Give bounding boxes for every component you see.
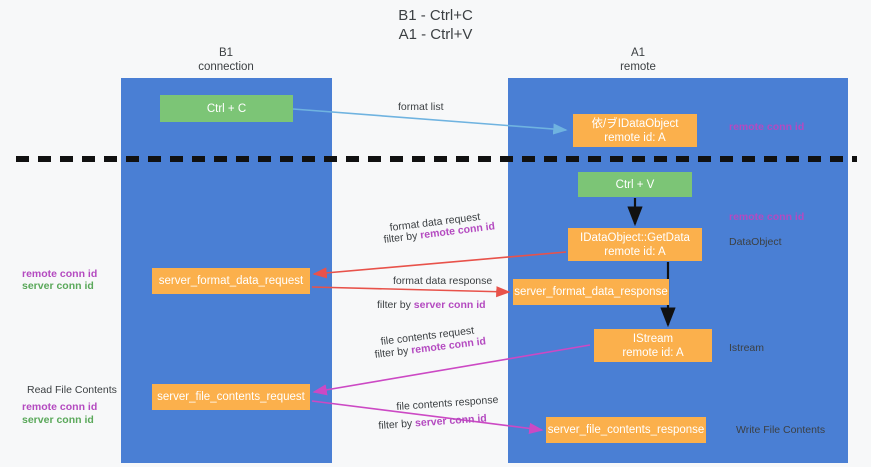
filter-prefix-2: filter by bbox=[377, 299, 414, 311]
edge-label-file-contents-response: file contents response bbox=[396, 393, 499, 413]
side-label-remote-conn-id-mid: remote conn id bbox=[729, 211, 805, 223]
node-idataobject[interactable]: 依/ヺIDataObject remote id: A bbox=[573, 114, 697, 147]
node-getdata-line2: remote id: A bbox=[604, 245, 666, 258]
node-idataobject-line2: remote id: A bbox=[604, 131, 666, 144]
side-label-left-server-conn-id-2: server conn id bbox=[22, 414, 94, 426]
node-getdata-line1: IDataObject::GetData bbox=[580, 231, 690, 244]
filter-prefix-4: filter by bbox=[378, 417, 416, 432]
side-label-read-file-contents: Read File Contents bbox=[27, 384, 117, 396]
page-title: B1 - Ctrl+C A1 - Ctrl+V bbox=[0, 6, 871, 44]
lane-header-b1-name: B1 bbox=[218, 47, 234, 59]
node-server-format-data-response[interactable]: server_format_data_response bbox=[513, 279, 669, 305]
node-idataobject-getdata[interactable]: IDataObject::GetData remote id: A bbox=[568, 228, 702, 261]
side-label-write-file-contents: Write File Contents bbox=[736, 424, 826, 436]
edge-label-filter-server-conn-id-2: filter by server conn id bbox=[378, 412, 487, 433]
filter-prefix-1: filter by bbox=[383, 229, 421, 246]
node-ctrl-c-label: Ctrl + C bbox=[206, 102, 247, 115]
side-label-dataobject: DataObject bbox=[729, 236, 782, 248]
edge-label-format-list: format list bbox=[398, 101, 444, 113]
section-divider bbox=[16, 156, 857, 162]
side-label-left-remote-conn-id-2: remote conn id bbox=[22, 401, 98, 413]
lane-header-b1-subtitle: connection bbox=[198, 61, 254, 73]
node-idataobject-line1: 依/ヺIDataObject bbox=[591, 117, 679, 130]
title-line-2: A1 - Ctrl+V bbox=[398, 26, 473, 43]
node-server-file-contents-response[interactable]: server_file_contents_response bbox=[546, 417, 706, 443]
lane-header-b1: B1 connection bbox=[151, 46, 301, 74]
side-label-left-remote-conn-id-1: remote conn id bbox=[22, 268, 98, 280]
node-server-file-contents-response-label: server_file_contents_response bbox=[547, 424, 705, 436]
node-server-file-contents-request-label: server_file_contents_request bbox=[157, 391, 305, 403]
filter-prefix-3: filter by bbox=[374, 344, 412, 361]
filter-highlight-server-conn-id-1: server conn id bbox=[413, 299, 486, 311]
node-istream[interactable]: IStream remote id: A bbox=[594, 329, 712, 362]
lane-header-a1-name: A1 bbox=[630, 47, 646, 59]
node-server-format-data-request[interactable]: server_format_data_request bbox=[152, 268, 310, 294]
node-istream-line1: IStream bbox=[632, 332, 674, 345]
side-label-remote-conn-id-top: remote conn id bbox=[729, 121, 805, 133]
edge-label-format-data-response: format data response bbox=[393, 275, 493, 287]
node-server-format-data-request-label: server_format_data_request bbox=[158, 275, 304, 287]
node-ctrl-v-label: Ctrl + V bbox=[615, 178, 655, 191]
side-label-left-server-conn-id-1: server conn id bbox=[22, 280, 94, 292]
node-ctrl-c[interactable]: Ctrl + C bbox=[160, 95, 293, 122]
filter-highlight-server-conn-id-2: server conn id bbox=[414, 412, 488, 430]
node-server-file-contents-request[interactable]: server_file_contents_request bbox=[152, 384, 310, 410]
title-line-1: B1 - Ctrl+C bbox=[398, 7, 473, 24]
edge-label-filter-server-conn-id-1: filter by server conn id bbox=[377, 299, 486, 312]
lane-header-a1-subtitle: remote bbox=[620, 61, 656, 73]
node-istream-line2: remote id: A bbox=[622, 346, 684, 359]
node-server-format-data-response-label: server_format_data_response bbox=[514, 286, 668, 298]
node-ctrl-v[interactable]: Ctrl + V bbox=[578, 172, 692, 197]
lane-header-a1: A1 remote bbox=[563, 46, 713, 74]
side-label-istream: Istream bbox=[729, 342, 765, 354]
